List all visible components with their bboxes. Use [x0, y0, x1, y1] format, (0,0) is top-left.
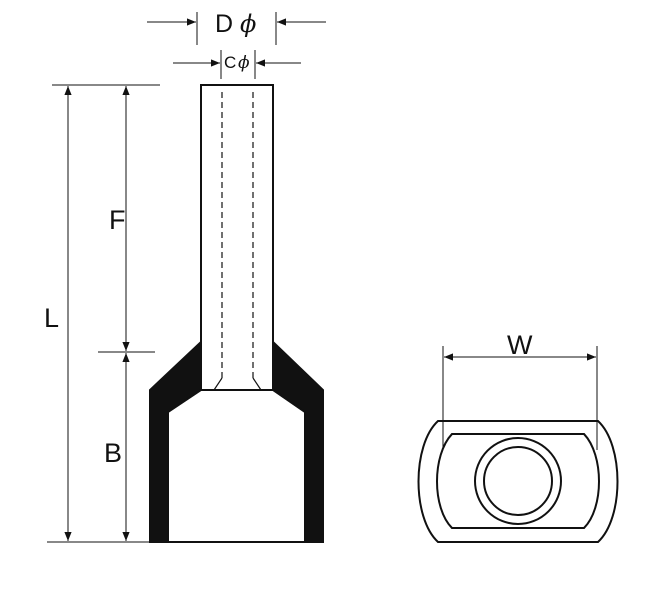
front-inner-shape: [436, 433, 600, 529]
label-C: C: [224, 53, 236, 72]
ferrule-side-view: [149, 84, 324, 543]
dimension-W: [442, 346, 598, 450]
diameter-symbol-C: ϕ: [238, 53, 250, 73]
collar-right: [272, 339, 324, 543]
metal-tube: [200, 84, 274, 391]
ferrule-front-view: [417, 420, 619, 543]
label-F: F: [109, 205, 126, 235]
diameter-symbol-D: ϕ: [240, 10, 256, 38]
label-W: W: [507, 330, 533, 360]
tube-outer-circle: [474, 437, 562, 525]
collar-left: [149, 339, 202, 543]
tube-inner-circle: [483, 446, 553, 516]
label-B: B: [104, 438, 122, 468]
label-D: D: [215, 10, 233, 38]
dimension-lines: [47, 12, 326, 543]
front-outer-shape: [417, 420, 619, 543]
label-L: L: [44, 303, 59, 333]
